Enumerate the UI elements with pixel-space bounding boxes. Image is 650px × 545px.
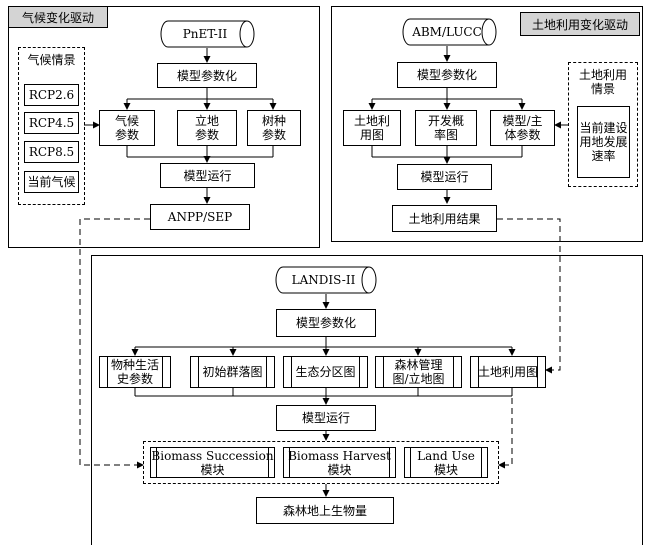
modules-group bbox=[143, 441, 499, 484]
box-side-bar-right bbox=[266, 357, 267, 387]
box-side-bar-right bbox=[359, 357, 360, 387]
initial-community-label: 初始群落图 bbox=[202, 365, 263, 379]
abm-model-cylinder: ABM/LUCC bbox=[402, 18, 497, 46]
scenario-current: 当前气候 bbox=[24, 171, 79, 193]
climate-run-box: 模型运行 bbox=[160, 163, 255, 188]
forest-biomass-output-box: 森林地上生物量 bbox=[256, 497, 394, 524]
arrow-map-to-landuse-module bbox=[498, 388, 513, 469]
land-use-module-label: Land Use 模块 bbox=[417, 448, 475, 477]
land-use-module: Land Use 模块 bbox=[404, 447, 488, 478]
box-side-bar-left bbox=[107, 357, 108, 387]
biomass-succession-module: Biomass Succession 模块 bbox=[150, 447, 275, 478]
species-life-history-box: 物种生活 史参数 bbox=[99, 356, 171, 388]
landis-section bbox=[91, 255, 643, 545]
agent-param-box: 模型/主 体参数 bbox=[490, 110, 555, 146]
box-side-bar-left bbox=[410, 448, 411, 477]
landuse-map-input-box: 土地利 用图 bbox=[343, 110, 401, 146]
box-side-bar-left bbox=[478, 357, 479, 387]
arrow-landuse-to-map bbox=[497, 218, 561, 374]
landis-run-box: 模型运行 bbox=[276, 405, 376, 431]
anpp-sep-output-box: ANPP/SEP bbox=[150, 204, 250, 230]
species-param-box: 树种 参数 bbox=[247, 110, 301, 146]
landis-parameterize-box: 模型参数化 bbox=[276, 309, 376, 337]
landis-landuse-map-label: 土地利用图 bbox=[477, 365, 538, 379]
ecoregion-label: 生态分区图 bbox=[295, 365, 356, 379]
forest-management-box: 森林管理 图/立地图 bbox=[375, 356, 462, 388]
scenario-rcp45: RCP4.5 bbox=[24, 112, 79, 134]
climate-param-box: 气候 参数 bbox=[99, 110, 155, 146]
cylinder-shape bbox=[402, 18, 497, 46]
box-side-bar-right bbox=[453, 357, 454, 387]
box-side-bar-right bbox=[481, 448, 482, 477]
landis-model-label: LANDIS-II bbox=[291, 273, 356, 287]
cylinder-shape bbox=[160, 20, 255, 48]
cylinder-shape bbox=[275, 266, 377, 294]
scenario-rcp85: RCP8.5 bbox=[24, 141, 79, 163]
biomass-harvest-label: Biomass Harvest 模块 bbox=[288, 448, 391, 477]
current-construction-rate-box: 当前建设 用地发展 速率 bbox=[577, 106, 630, 178]
ecoregion-box: 生态分区图 bbox=[283, 356, 368, 388]
arrow-anpp-to-succession bbox=[79, 218, 150, 469]
biomass-succession-label: Biomass Succession 模块 bbox=[151, 448, 274, 477]
landis-landuse-map-box: 土地利用图 bbox=[470, 356, 546, 388]
landuse-section-title: 土地利用变化驱动 bbox=[520, 12, 640, 36]
box-side-bar-right bbox=[268, 448, 269, 477]
box-side-bar-left bbox=[383, 357, 384, 387]
pnet-model-label: PnET-II bbox=[182, 27, 228, 41]
species-life-history-label: 物种生活 史参数 bbox=[110, 358, 159, 386]
dev-probability-box: 开发概 率图 bbox=[415, 110, 477, 146]
forest-management-label: 森林管理 图/立地图 bbox=[392, 358, 445, 386]
scenario-rcp26: RCP2.6 bbox=[24, 84, 79, 106]
climate-scenarios-title: 气候情景 bbox=[27, 53, 76, 67]
climate-parameterize-box: 模型参数化 bbox=[157, 63, 257, 88]
box-side-bar-left bbox=[291, 357, 292, 387]
landuse-result-box: 土地利用结果 bbox=[392, 205, 497, 232]
abm-model-label: ABM/LUCC bbox=[412, 25, 482, 39]
box-side-bar-right bbox=[389, 448, 390, 477]
site-param-box: 立地 参数 bbox=[177, 110, 237, 146]
landis-model-cylinder: LANDIS-II bbox=[275, 266, 377, 294]
climate-section-title: 气候变化驱动 bbox=[8, 6, 108, 28]
initial-community-box: 初始群落图 bbox=[190, 356, 275, 388]
landuse-scenario-group bbox=[568, 62, 638, 187]
pnet-model-cylinder: PnET-II bbox=[160, 20, 255, 48]
landuse-section bbox=[331, 6, 643, 242]
box-side-bar-left bbox=[289, 448, 290, 477]
climate-section bbox=[8, 6, 320, 248]
box-side-bar-right bbox=[537, 357, 538, 387]
box-side-bar-left bbox=[198, 357, 199, 387]
box-side-bar-left bbox=[156, 448, 157, 477]
box-side-bar-right bbox=[162, 357, 163, 387]
landuse-parameterize-box: 模型参数化 bbox=[397, 62, 497, 88]
landuse-scenario-title: 土地利用 情景 bbox=[578, 68, 627, 96]
climate-scenarios-group bbox=[18, 47, 85, 205]
landuse-run-box: 模型运行 bbox=[397, 164, 492, 190]
biomass-harvest-module: Biomass Harvest 模块 bbox=[283, 447, 396, 478]
